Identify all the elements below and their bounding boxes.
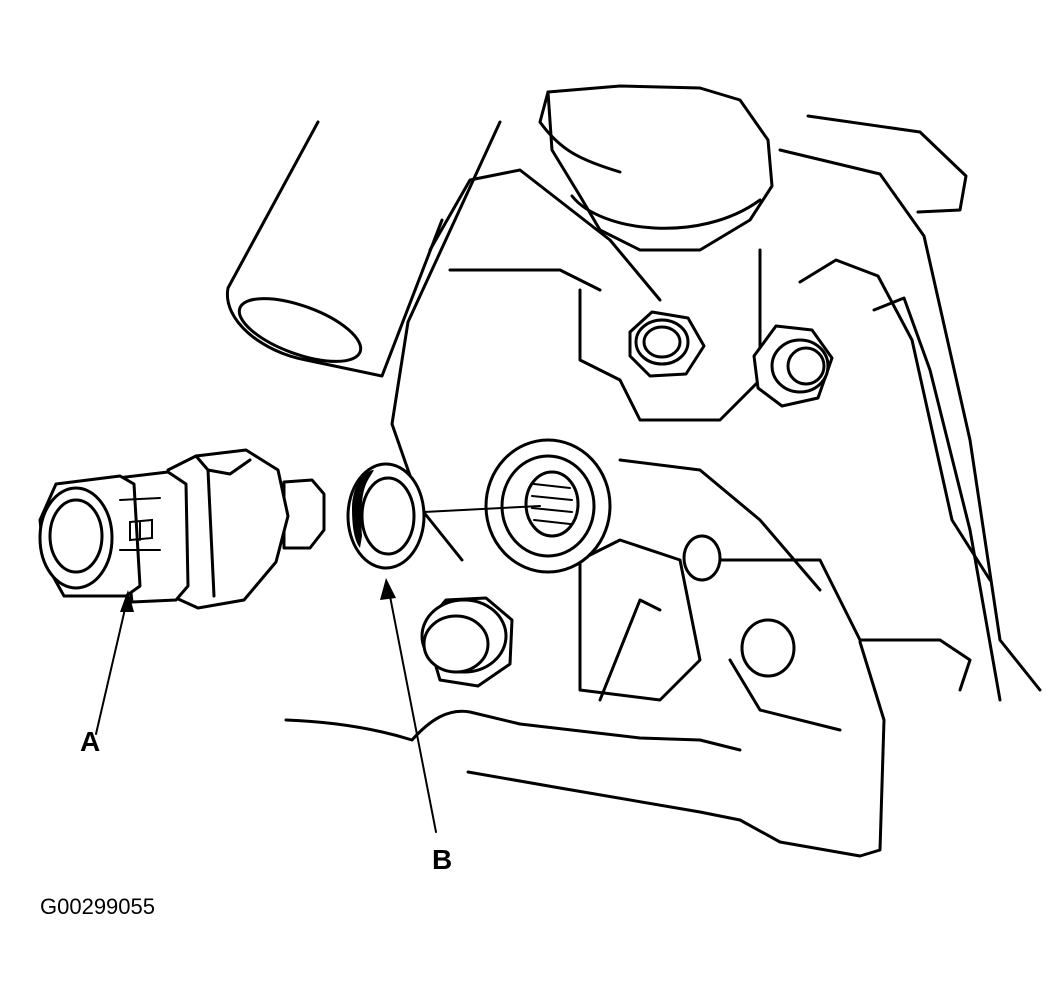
leader-line-b [380,578,437,833]
bolt-lower-left [420,596,514,688]
sealing-washer [346,462,541,570]
background-pipe [225,120,444,378]
bolt-lower-right [682,534,796,678]
bolt-upper-right [752,324,834,408]
sensor [38,448,326,610]
figure-id-label: G00299055 [40,894,155,919]
bolt-upper-left [628,310,706,378]
housing-body [284,90,1042,858]
callout-label-b: B [432,844,453,875]
leader-line-a [95,590,134,735]
threaded-port [484,438,612,574]
callout-label-a: A [80,726,101,757]
